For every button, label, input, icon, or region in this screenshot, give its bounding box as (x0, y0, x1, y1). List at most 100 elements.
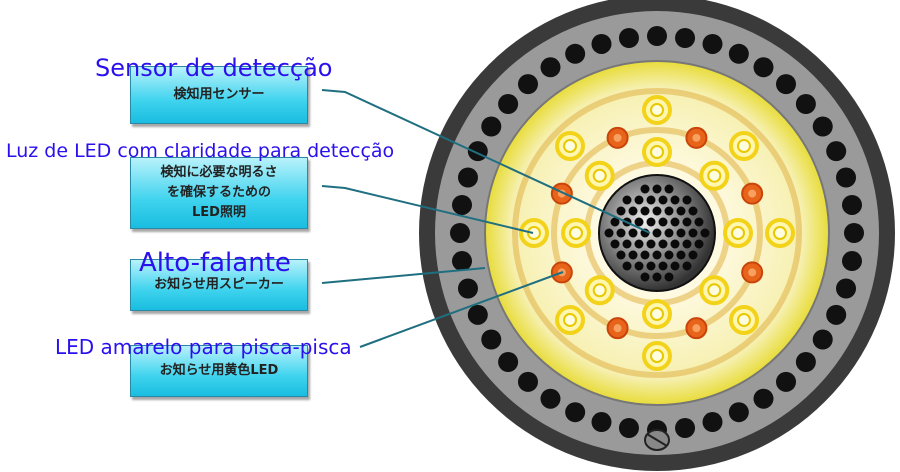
hole (812, 329, 833, 350)
speaker-hole (688, 206, 698, 216)
hole (795, 352, 816, 373)
speaker-holes (604, 184, 710, 282)
speaker-hole (676, 250, 686, 260)
box-yellow-led: お知らせ用黄色LED (130, 345, 308, 397)
leader-line-yellow-led (359, 271, 564, 348)
hole (728, 402, 749, 423)
box-sensor: 検知用センサー (130, 66, 308, 124)
hole (452, 251, 473, 272)
box-led-light: 検知に必要な明るさ を確保するための LED照明 (130, 157, 308, 229)
hole (591, 412, 612, 433)
speaker-hole (682, 261, 692, 271)
speaker-hole (622, 195, 632, 205)
hole (591, 33, 612, 54)
hole (565, 402, 586, 423)
speaker-hole (682, 239, 692, 249)
hole (498, 93, 519, 114)
speaker-hole (616, 228, 626, 238)
speaker-hole (634, 195, 644, 205)
label-sensor: Sensor de detecção (95, 54, 333, 82)
hole (841, 194, 862, 215)
hole (517, 74, 538, 95)
leader-lines (321, 89, 651, 348)
speaker-hole (670, 239, 680, 249)
speaker-hole (640, 206, 650, 216)
speaker-hole (682, 195, 692, 205)
box-speaker: お知らせ用スピーカー (130, 259, 308, 311)
hole (565, 43, 586, 64)
leader-line-led-light (321, 185, 534, 234)
hole (702, 33, 723, 54)
hole (540, 57, 561, 78)
hole (753, 57, 774, 78)
hole (826, 304, 847, 325)
leader-line-speaker (321, 267, 486, 284)
speaker-hole (670, 195, 680, 205)
speaker-hole (676, 228, 686, 238)
hole (776, 371, 797, 392)
label-led-light: Luz de LED com claridade para detecção (6, 140, 395, 162)
speaker-hole (640, 272, 650, 282)
hole (675, 417, 696, 438)
speaker-hole (604, 228, 614, 238)
hole (826, 141, 847, 162)
hole (618, 417, 639, 438)
speaker-hole (688, 250, 698, 260)
speaker-hole (646, 217, 656, 227)
hole (702, 412, 723, 433)
speaker-hole (694, 239, 704, 249)
label-yellow-led: LED amarelo para pisca-pisca (55, 335, 352, 359)
hole (618, 28, 639, 49)
hole (795, 93, 816, 114)
speaker-hole (622, 261, 632, 271)
label-speaker: Alto-falante (139, 248, 291, 278)
speaker-hole (676, 206, 686, 216)
speaker-hole (628, 228, 638, 238)
hole (540, 388, 561, 409)
speaker-hole (664, 184, 674, 194)
hole (467, 304, 488, 325)
speaker-hole (664, 272, 674, 282)
speaker-hole (628, 250, 638, 260)
hole (776, 74, 797, 95)
speaker-hole (664, 250, 674, 260)
hole (457, 167, 478, 188)
led-array (519, 95, 795, 371)
hole (647, 26, 667, 46)
hole (457, 278, 478, 299)
speaker-hole (694, 217, 704, 227)
speaker-hole (646, 195, 656, 205)
speaker-hole (652, 184, 662, 194)
speaker-hole (640, 184, 650, 194)
hole (841, 251, 862, 272)
speaker-hole (640, 250, 650, 260)
speaker-hole (664, 206, 674, 216)
hole (844, 223, 864, 243)
speaker-hole (616, 250, 626, 260)
hole (481, 329, 502, 350)
hole (728, 43, 749, 64)
speaker-hole (688, 228, 698, 238)
hole (836, 278, 857, 299)
speaker-hole (652, 250, 662, 260)
speaker-hole (616, 206, 626, 216)
speaker-hole (652, 272, 662, 282)
speaker-hole (634, 261, 644, 271)
hole (517, 371, 538, 392)
speaker-hole (682, 217, 692, 227)
speaker-hole (670, 217, 680, 227)
speaker-hole (670, 261, 680, 271)
hole (450, 223, 470, 243)
speaker-hole (658, 195, 668, 205)
speaker-hole (700, 228, 710, 238)
hole (675, 28, 696, 49)
speaker-hole (664, 228, 674, 238)
hole (498, 352, 519, 373)
speaker-hole (652, 228, 662, 238)
speaker-hole (658, 239, 668, 249)
speaker-hole (634, 239, 644, 249)
speaker-hole (658, 217, 668, 227)
speaker-hole (610, 217, 620, 227)
speaker-hole (610, 239, 620, 249)
